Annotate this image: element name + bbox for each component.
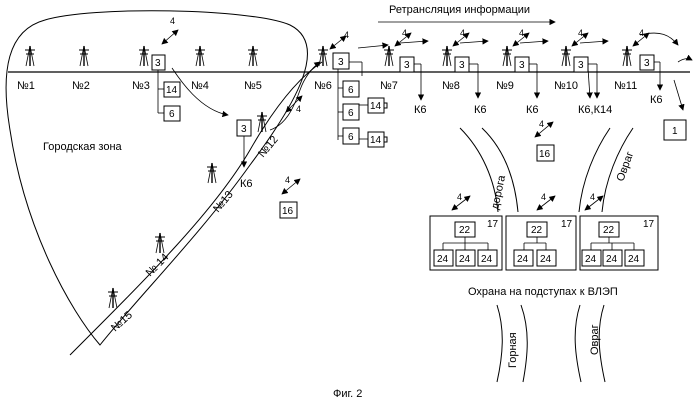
tower-label: №13 bbox=[211, 189, 236, 215]
tower-icon bbox=[248, 46, 258, 66]
mountain-label: Горная bbox=[507, 332, 519, 368]
tower-label: №5 bbox=[244, 80, 262, 92]
svg-text:3: 3 bbox=[155, 58, 161, 69]
tower-icon bbox=[155, 233, 165, 253]
tower-label: №7 bbox=[380, 80, 398, 92]
link-label: 4 bbox=[541, 192, 546, 202]
substation: 17 22 24 24 24 bbox=[430, 216, 502, 270]
tower-icon bbox=[318, 46, 328, 66]
link-label: 4 bbox=[578, 28, 583, 38]
ravine-label: Овраг bbox=[589, 324, 601, 355]
k6-label: К6 bbox=[650, 94, 663, 106]
svg-text:6: 6 bbox=[348, 132, 354, 143]
tower-icon bbox=[195, 46, 205, 66]
svg-text:22: 22 bbox=[459, 225, 471, 236]
tower-label: №12 bbox=[256, 134, 281, 160]
svg-text:17: 17 bbox=[487, 219, 499, 230]
link-label: 4 bbox=[590, 192, 595, 202]
tower-label: №2 bbox=[72, 80, 90, 92]
tower-icon bbox=[502, 46, 512, 66]
tower-icon bbox=[561, 46, 571, 66]
tower-icon bbox=[108, 288, 118, 308]
tower-icon bbox=[442, 46, 452, 66]
svg-text:24: 24 bbox=[437, 254, 449, 265]
tower-icon bbox=[622, 46, 632, 66]
city-zone-label: Городская зона bbox=[43, 141, 123, 153]
svg-text:24: 24 bbox=[606, 254, 618, 265]
substation: 17 22 24 24 24 bbox=[580, 216, 658, 270]
svg-text:6: 6 bbox=[348, 85, 354, 96]
svg-text:6: 6 bbox=[348, 108, 354, 119]
tower-icon bbox=[25, 46, 35, 66]
svg-text:22: 22 bbox=[531, 225, 543, 236]
svg-text:24: 24 bbox=[585, 254, 597, 265]
terrain-lower: Горная Овраг bbox=[497, 305, 605, 382]
k6-label: К6 bbox=[414, 104, 427, 116]
link-label: 4 bbox=[460, 28, 465, 38]
svg-text:3: 3 bbox=[241, 124, 247, 135]
svg-text:3: 3 bbox=[519, 60, 525, 71]
link-label: 4 bbox=[519, 28, 524, 38]
link-label: 4 bbox=[539, 119, 544, 129]
k6-label: К6 bbox=[526, 104, 539, 116]
tower-icon bbox=[139, 46, 149, 66]
svg-text:3: 3 bbox=[644, 58, 650, 69]
box-16-label: 16 bbox=[282, 206, 294, 217]
svg-text:14: 14 bbox=[370, 101, 382, 112]
tower-icon bbox=[79, 46, 89, 66]
tower-icon bbox=[384, 46, 394, 66]
tower-label: №3 bbox=[132, 80, 150, 92]
figure-caption: Фиг. 2 bbox=[333, 388, 362, 400]
tower6-devices: 3 6 6 6 14 14 bbox=[333, 53, 387, 147]
relay-header: Ретрансляция информации bbox=[389, 4, 530, 16]
svg-text:24: 24 bbox=[459, 254, 471, 265]
substation: 17 22 24 24 bbox=[506, 216, 576, 270]
tower-label: №15 bbox=[109, 309, 135, 334]
k6-label: К6 bbox=[240, 178, 253, 190]
tower3-devices: 3 14 6 bbox=[152, 55, 228, 121]
svg-text:3: 3 bbox=[338, 57, 344, 68]
box-1-label: 1 bbox=[672, 126, 678, 137]
svg-text:3: 3 bbox=[459, 60, 465, 71]
svg-text:6: 6 bbox=[169, 109, 175, 120]
svg-text:3: 3 bbox=[578, 60, 584, 71]
k6k14-label: К6,К14 bbox=[578, 104, 612, 116]
link-label: 4 bbox=[344, 30, 349, 40]
tower-label: №9 bbox=[496, 80, 514, 92]
tower-icon bbox=[207, 163, 217, 183]
approach-label: Охрана на подступах к ВЛЭП bbox=[468, 286, 618, 298]
link-label: 4 bbox=[639, 28, 644, 38]
tower-label: №8 bbox=[442, 80, 460, 92]
link-label: 4 bbox=[170, 16, 175, 26]
tower-label: №6 bbox=[314, 80, 332, 92]
svg-text:14: 14 bbox=[166, 85, 178, 96]
svg-text:3: 3 bbox=[404, 60, 410, 71]
link-label: 4 bbox=[285, 175, 290, 185]
svg-text:14: 14 bbox=[370, 135, 382, 146]
road-label: дорога bbox=[489, 173, 508, 210]
svg-text:22: 22 bbox=[603, 225, 615, 236]
tower-label: №1 bbox=[17, 80, 35, 92]
link-label: 4 bbox=[457, 192, 462, 202]
svg-text:24: 24 bbox=[628, 254, 640, 265]
svg-text:24: 24 bbox=[481, 254, 493, 265]
substations: 17 22 24 24 24 17 22 24 bbox=[430, 216, 658, 270]
tower-label: №10 bbox=[554, 80, 578, 92]
terrain-upper: дорога Овраг bbox=[460, 128, 636, 212]
link-markers: 4 4 4 4 4 4 4 4 4 4 4 4 4 bbox=[162, 16, 649, 210]
svg-text:17: 17 bbox=[561, 219, 573, 230]
k6-label: К6 bbox=[474, 104, 487, 116]
tower-label: №11 bbox=[614, 80, 637, 92]
tower-label: №4 bbox=[191, 80, 209, 92]
tower-icon bbox=[257, 112, 267, 132]
box-16-label: 16 bbox=[539, 149, 551, 160]
svg-text:24: 24 bbox=[540, 254, 552, 265]
link-label: 4 bbox=[296, 104, 301, 114]
svg-text:24: 24 bbox=[517, 254, 529, 265]
svg-text:17: 17 bbox=[643, 219, 655, 230]
link-label: 4 bbox=[402, 28, 407, 38]
